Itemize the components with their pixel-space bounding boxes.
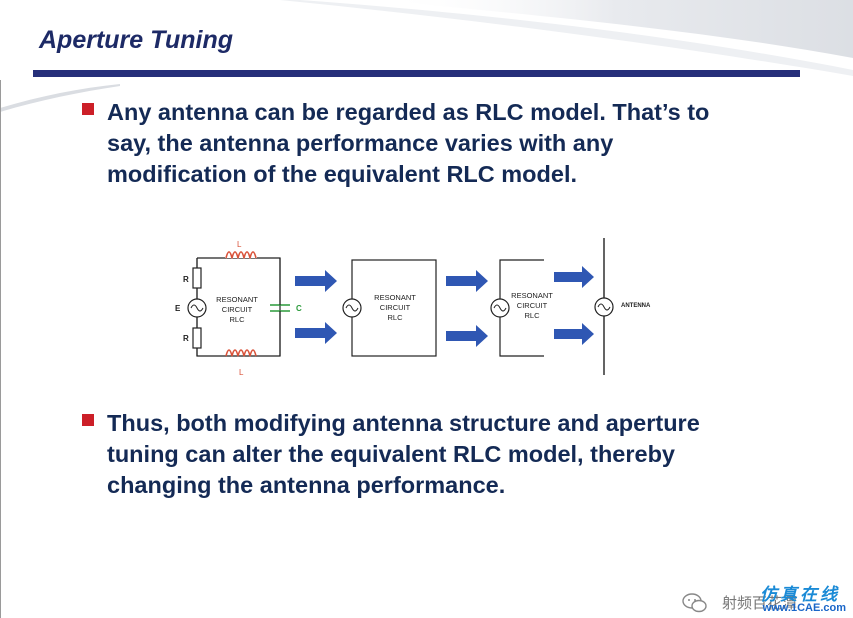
bullet-marker-1 [82,103,94,115]
resonant-circuit-block-2 [351,259,437,357]
block2-label-line-1: RESONANT [374,293,416,302]
bullet-text-2: Thus, both modifying antenna structure a… [107,408,797,501]
watermark: 射频百花潭 仿真在线 www.1CAE.com [680,576,850,616]
wechat-icon [682,593,707,613]
bullet-2-line-3: changing the antenna performance. [107,472,506,498]
block1-label-line-3: RLC [229,315,245,324]
watermark-subtitle: 射频百花潭 [722,595,798,612]
label-l-bottom: L [239,368,244,377]
bullet-text-1: Any antenna can be regarded as RLC model… [107,97,797,190]
block3-label-line-2: CIRCUIT [517,301,548,310]
block3-label-line-3: RLC [524,311,540,320]
label-c: C [296,304,302,313]
slide-title: Aperture Tuning [39,26,233,54]
arrow-right-icon [554,323,594,345]
bullet-1-line-3: modification of the equivalent RLC model… [107,161,578,187]
watermark-url: www.1CAE.com [762,602,846,614]
block2-label-line-2: CIRCUIT [380,303,411,312]
resistor-icon [192,267,202,289]
bullet-2-line-1: Thus, both modifying antenna structure a… [107,410,700,436]
block3-label-line-1: RESONANT [511,291,553,300]
block2-label-line-3: RLC [387,313,403,322]
rlc-circuit-diagram: L L R R E C RESONANT CIRCUIT RLC RESONAN… [175,238,651,377]
bullet-1-line-2: say, the antenna performance varies with… [107,130,614,156]
title-underline-bar [33,70,800,77]
bullet-marker-2 [82,414,94,426]
slide-left-border [0,80,1,618]
arrow-right-icon [295,322,337,344]
resistor-icon [192,327,202,349]
header-swoosh-decoration [0,0,853,112]
bullet-1-line-1: Any antenna can be regarded as RLC model… [107,99,710,125]
label-l-top: L [237,240,242,249]
block1-label-line-1: RESONANT [216,295,258,304]
arrow-right-icon [446,270,488,292]
watermark-brand: 仿真在线 [760,585,840,604]
label-r-top: R [183,275,189,284]
arrow-right-icon [446,325,488,347]
block1-label-line-2: CIRCUIT [222,305,253,314]
label-r-bottom: R [183,334,189,343]
antenna-label: ANTENNA [621,303,651,309]
label-e: E [175,304,181,313]
arrow-right-icon [295,270,337,292]
bullet-2-line-2: tuning can alter the equivalent RLC mode… [107,441,676,467]
inductor-icon [225,251,257,259]
arrow-right-icon [554,266,594,288]
inductor-icon [225,349,257,357]
